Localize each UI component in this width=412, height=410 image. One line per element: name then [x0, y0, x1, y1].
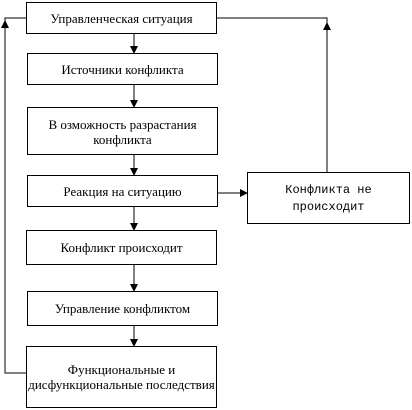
arrow-not-occurs-to-situation — [217, 17, 328, 172]
node-label: Функциональные и дисфункциональные после… — [28, 362, 215, 392]
node-label: Реакция на ситуацию — [63, 183, 182, 199]
node-escalation-possibility: В озможность разрастания конфликта — [27, 107, 218, 155]
node-consequences: Функциональные и дисфункциональные после… — [26, 346, 217, 408]
arrow-head-up-right — [323, 22, 331, 30]
node-conflict-not-occurs: Конфликта не происходит — [247, 172, 410, 224]
node-conflict-sources: Источники конфликта — [27, 53, 218, 85]
node-conflict-management: Управление конфликтом — [27, 291, 218, 326]
node-conflict-occurs: Конфликт происходит — [26, 230, 217, 265]
node-label: Управленческая ситуация — [50, 10, 193, 26]
node-reaction: Реакция на ситуацию — [27, 175, 218, 207]
node-label: В озможность разрастания конфликта — [48, 117, 197, 147]
arrow-head-up-left — [1, 20, 9, 28]
node-management-situation: Управленческая ситуация — [26, 2, 217, 34]
node-label: Конфликт происходит — [60, 240, 183, 255]
node-label: Управление конфликтом — [54, 301, 191, 316]
node-label: Источники конфликта — [61, 61, 184, 77]
node-label: Конфликта не происходит — [285, 183, 372, 214]
arrow-consequences-to-situation — [4, 17, 26, 374]
